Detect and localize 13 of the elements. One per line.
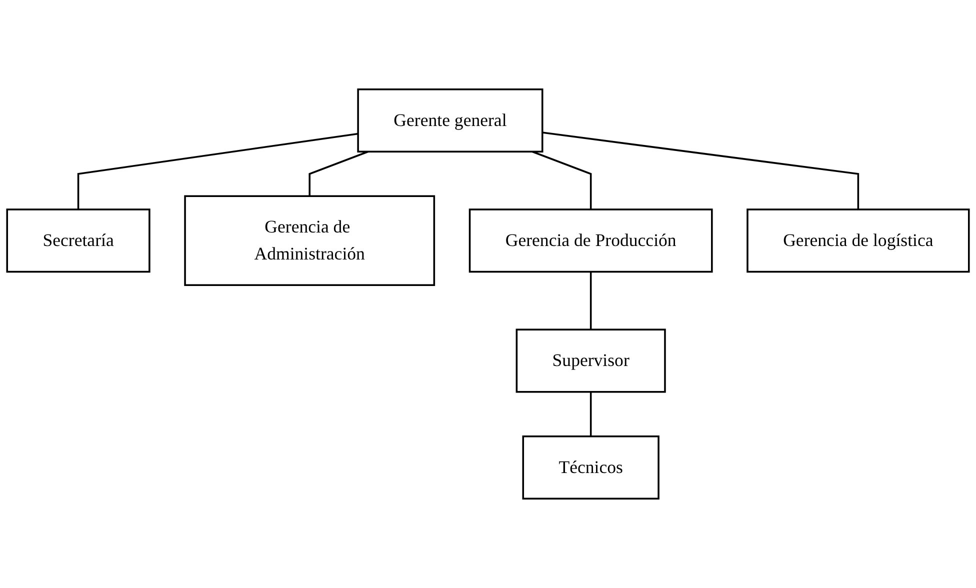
node-box: Gerente general (357, 88, 544, 153)
connector (590, 272, 592, 330)
node-box: Técnicos (522, 435, 660, 500)
node-box: Gerencia de Administración (184, 195, 436, 286)
node-box: Gerencia de logística (746, 208, 970, 273)
connector (532, 150, 592, 210)
connector (590, 392, 592, 436)
node-box: Supervisor (516, 328, 666, 393)
node-box: Gerencia de Producción (468, 208, 713, 273)
node-box: Secretaría (6, 208, 150, 273)
connector (308, 150, 368, 196)
connector (77, 132, 358, 210)
connector (542, 132, 860, 210)
